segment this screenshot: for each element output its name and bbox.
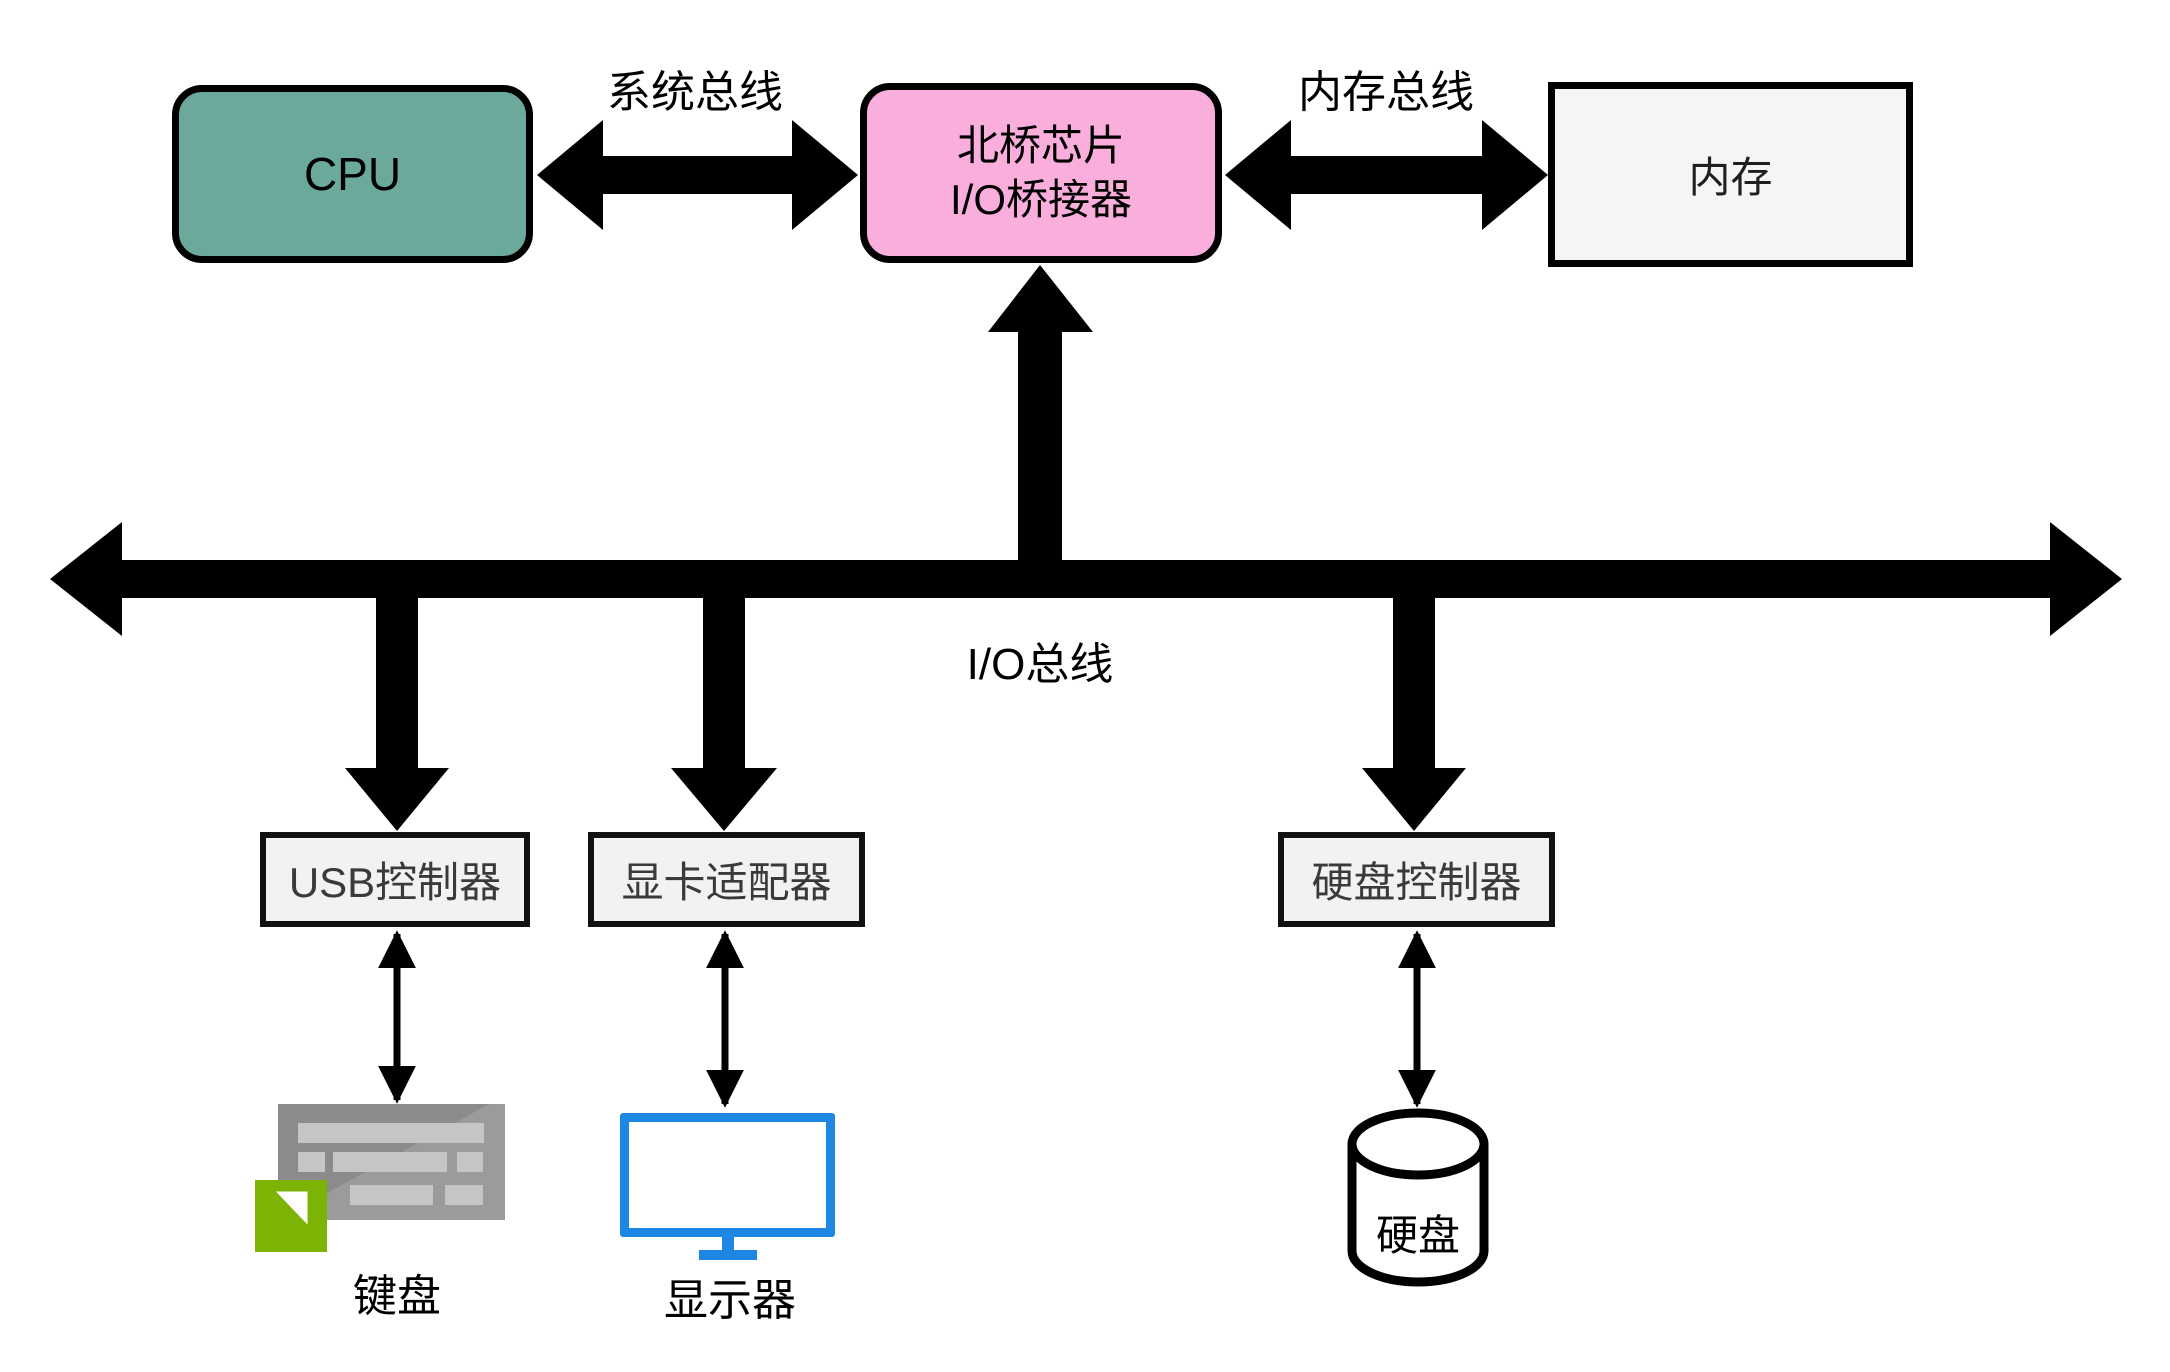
- gfx-branch-arrow: [671, 598, 777, 831]
- northbridge-node: 北桥芯片 I/O桥接器: [860, 83, 1222, 263]
- usb-branch-arrow: [345, 598, 449, 831]
- io-bus-line: [50, 522, 2122, 636]
- system-bus-label: 系统总线: [607, 68, 783, 117]
- keyboard-badge-triangle: [275, 1191, 308, 1225]
- keyboard-key: [298, 1152, 325, 1172]
- keyboard-key: [298, 1123, 484, 1143]
- disk-label: 硬盘: [1375, 1212, 1460, 1259]
- disk-controller-label: 硬盘控制器: [1311, 859, 1522, 906]
- keyboard-key: [457, 1152, 483, 1172]
- cpu-node: CPU: [172, 85, 533, 263]
- memory-bus-arrow: [1225, 120, 1548, 230]
- northbridge-label-line2: I/O桥接器: [949, 176, 1132, 223]
- keyboard-label: 键盘: [353, 1272, 441, 1321]
- keyboard-key: [445, 1185, 483, 1205]
- northbridge-label-line1: 北桥芯片: [956, 122, 1125, 169]
- monitor-screen: [620, 1113, 835, 1237]
- system-bus-arrow: [537, 120, 858, 230]
- monitor-stand-post: [722, 1237, 734, 1252]
- keyboard-icon: [255, 1104, 506, 1254]
- io-bus-label: I/O总线: [966, 640, 1114, 689]
- disk-icon: [1347, 1108, 1489, 1287]
- keyboard-green-badge: [255, 1180, 327, 1252]
- memory-label: 内存: [1688, 154, 1773, 201]
- monitor-label: 显示器: [664, 1276, 796, 1325]
- disk-controller-node: 硬盘控制器: [1278, 832, 1555, 927]
- usb-controller-label: USB控制器: [288, 859, 502, 906]
- memory-bus-label: 内存总线: [1298, 68, 1474, 117]
- usb-controller-node: USB控制器: [260, 832, 530, 927]
- keyboard-key: [350, 1185, 433, 1205]
- graphics-adapter-label: 显卡适配器: [621, 859, 832, 906]
- keyboard-key: [333, 1152, 447, 1172]
- graphics-adapter-node: 显卡适配器: [588, 832, 865, 927]
- disk-branch-arrow: [1362, 598, 1466, 831]
- monitor-stand-base: [699, 1250, 757, 1260]
- cpu-label: CPU: [303, 148, 402, 200]
- memory-node: 内存: [1548, 82, 1913, 267]
- northbridge-uplink-arrow: [988, 265, 1093, 561]
